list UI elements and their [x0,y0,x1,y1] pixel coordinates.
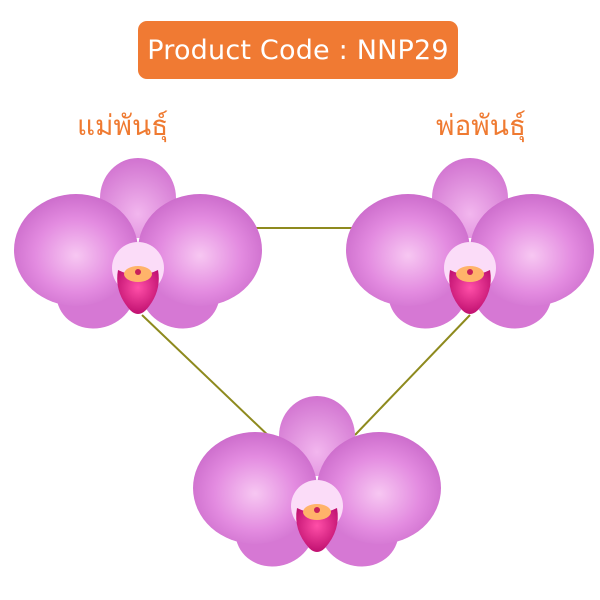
father-orchid-image [346,158,594,340]
mother-orchid-image [14,158,262,340]
mother-parent-label: แม่พันธุ์ [77,109,169,142]
mother-offspring-connector [141,314,274,441]
father-offspring-connector [354,314,471,436]
product-code-text: Product Code : NNP29 [147,34,449,66]
father-parent-label: พ่อพันธุ์ [436,109,526,142]
product-code-badge: Product Code : NNP29 [138,21,458,79]
offspring-orchid-image [193,396,441,578]
